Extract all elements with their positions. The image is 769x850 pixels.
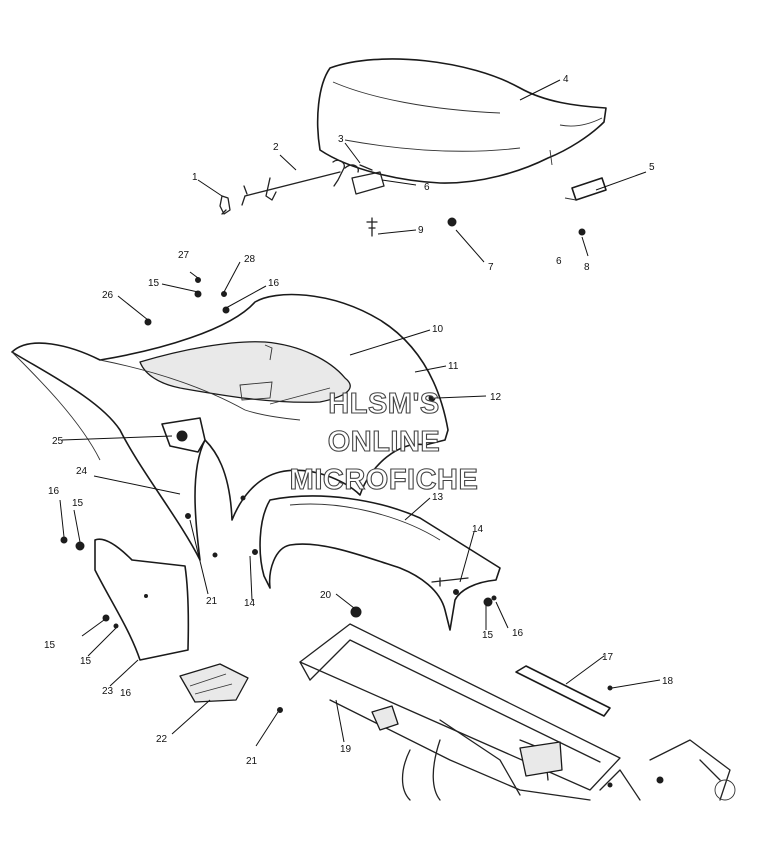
watermark-line-1: HLSM'S bbox=[328, 388, 439, 420]
callout-23: 23 bbox=[102, 686, 114, 697]
watermark-line-3: MICROFICHE bbox=[290, 464, 479, 496]
callout-24: 24 bbox=[76, 466, 88, 477]
callout-4: 4 bbox=[563, 74, 569, 85]
callout-14a: 14 bbox=[472, 524, 484, 535]
callout-16a: 16 bbox=[268, 278, 280, 289]
leader-lines bbox=[59, 79, 661, 747]
callout-25: 25 bbox=[52, 436, 64, 447]
frame-part bbox=[299, 623, 736, 801]
callout-21b: 21 bbox=[246, 756, 258, 767]
callout-16b: 16 bbox=[48, 486, 60, 497]
callout-11: 11 bbox=[448, 361, 459, 372]
callout-15b: 15 bbox=[72, 498, 84, 509]
callout-10: 10 bbox=[432, 324, 444, 335]
seat-bracket-part bbox=[564, 177, 607, 201]
callout-15a: 15 bbox=[148, 278, 160, 289]
callout-9: 9 bbox=[418, 225, 424, 236]
callout-20: 20 bbox=[320, 590, 332, 601]
callout-26: 26 bbox=[102, 290, 114, 301]
watermark-line-2: ONLINE bbox=[328, 426, 441, 458]
callout-15d: 15 bbox=[482, 630, 494, 641]
callout-1: 1 bbox=[192, 172, 198, 183]
callout-27: 27 bbox=[178, 250, 190, 261]
callout-16c: 16 bbox=[512, 628, 524, 639]
callout-16d: 16 bbox=[120, 688, 132, 699]
callout-28: 28 bbox=[244, 254, 256, 265]
seat-latch-parts bbox=[219, 159, 586, 237]
mud-flap-part bbox=[94, 538, 190, 661]
callout-18: 18 bbox=[662, 676, 674, 687]
callout-2: 2 bbox=[273, 142, 279, 153]
rear-fender-part bbox=[11, 293, 449, 561]
callout-5: 5 bbox=[649, 162, 655, 173]
callout-15e: 15 bbox=[44, 640, 56, 651]
callout-12: 12 bbox=[490, 392, 502, 403]
callout-6a: 6 bbox=[424, 182, 430, 193]
callout-13: 13 bbox=[432, 492, 444, 503]
strap-part bbox=[515, 665, 611, 717]
callout-21a: 21 bbox=[206, 596, 218, 607]
foot-bracket-part bbox=[179, 663, 249, 703]
callout-17: 17 bbox=[602, 652, 614, 663]
hardware bbox=[60, 277, 613, 713]
fender-flap-part bbox=[259, 495, 501, 631]
seat-part bbox=[316, 58, 607, 184]
watermark: HLSM'S ONLINE MICROFICHE bbox=[289, 387, 479, 496]
callout-8: 8 bbox=[584, 262, 590, 273]
callout-15c: 15 bbox=[80, 656, 92, 667]
callout-labels: 1 2 3 4 5 6 6 7 8 9 10 11 12 13 14 14 15… bbox=[44, 74, 674, 767]
callout-22: 22 bbox=[156, 734, 168, 745]
callout-3: 3 bbox=[338, 134, 344, 145]
callout-14b: 14 bbox=[244, 598, 256, 609]
callout-19: 19 bbox=[340, 744, 352, 755]
callout-6b: 6 bbox=[556, 256, 562, 267]
callout-7: 7 bbox=[488, 262, 494, 273]
